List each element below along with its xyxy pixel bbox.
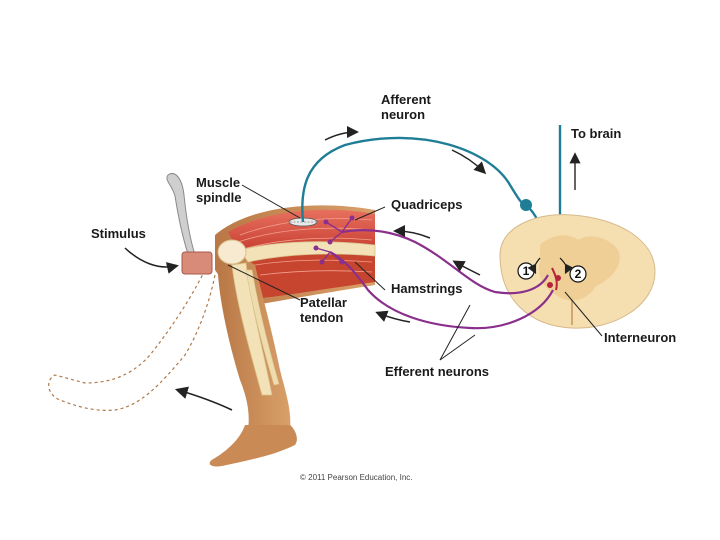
stimulus-arrow: [124, 247, 179, 274]
kick-leg-dashed-outline: [48, 269, 216, 411]
afferent-neuron-label-line2: neuron: [381, 107, 425, 122]
patella-bone: [217, 239, 247, 265]
fibula-bone: [245, 269, 280, 386]
quadriceps-label: Quadriceps: [391, 197, 463, 212]
quadriceps-direction-arrow: [393, 225, 431, 239]
patellar-tendon-label: Patellar: [300, 295, 347, 310]
synapse-1-label: 1: [523, 264, 530, 278]
efferent-direction-arrow-1: [452, 260, 481, 276]
label-leader-lines: [227, 184, 603, 361]
stimulus-label: Stimulus: [91, 226, 146, 241]
copyright-notice: © 2011 Pearson Education, Inc.: [300, 473, 412, 482]
kick-arrow: [174, 386, 233, 411]
afferent-direction-arrow-2: [451, 149, 487, 175]
patellar-tendon-label-line2: tendon: [300, 310, 343, 325]
afferent-neuron-label: Afferent: [381, 92, 432, 107]
stimulus-pad-icon: [181, 251, 213, 275]
interneuron-dot-1: [547, 282, 553, 288]
interneuron-dot-2: [555, 275, 561, 281]
efferent-direction-arrow-2: [375, 310, 411, 323]
reflex-hammer-icon: [166, 173, 197, 261]
afferent-neuron-path: [301, 136, 554, 273]
synapse-2-label: 2: [575, 267, 582, 281]
efferent-neurons-label: Efferent neurons: [385, 364, 489, 379]
synapse-1-arrow: [527, 257, 541, 275]
efferent-neuron-hamstrings: [329, 251, 554, 330]
afferent-direction-arrow-1: [324, 126, 359, 141]
motor-endplate-dots: [313, 215, 355, 265]
synapse-2-arrow: [559, 257, 574, 275]
muscle-spindle-label-line2: spindle: [196, 190, 242, 205]
hamstrings-label: Hamstrings: [391, 281, 463, 296]
foot: [209, 425, 297, 467]
muscle-spindle-label: Muscle: [196, 175, 240, 190]
afferent-cell-body-icon: [520, 199, 532, 211]
interneuron-label: Interneuron: [604, 330, 676, 345]
to-brain-label: To brain: [571, 126, 621, 141]
femur-bone: [239, 241, 376, 263]
